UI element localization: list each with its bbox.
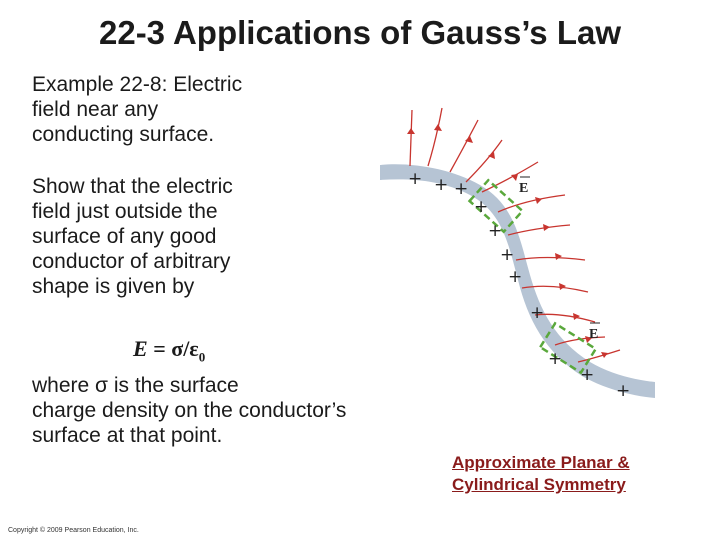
field-arrow	[601, 352, 608, 358]
field-arrow	[434, 124, 442, 131]
field-formula: E = σ/ε0	[133, 336, 205, 365]
field-line	[497, 194, 566, 213]
surface-charge: +	[616, 381, 630, 401]
formula-subscript: 0	[198, 349, 206, 365]
field-line	[449, 119, 479, 173]
field-line	[554, 336, 606, 346]
text-line: surface of any good	[32, 225, 217, 248]
field-arrow	[535, 197, 542, 204]
text-line: conductor of arbitrary	[32, 250, 231, 273]
field-line	[534, 313, 596, 323]
field-line	[515, 256, 586, 261]
caption-line[interactable]: Cylindrical Symmetry	[452, 475, 626, 494]
text-line: where σ is the surface	[32, 374, 239, 397]
field-arrow	[543, 224, 550, 231]
field-vector-label: E	[519, 181, 528, 196]
surface-charge: +	[548, 349, 562, 369]
symmetry-caption[interactable]: Approximate Planar & Cylindrical Symmetr…	[452, 452, 630, 496]
problem-statement: Show that the electric field just outsid…	[32, 174, 233, 299]
surface-charge: +	[508, 267, 522, 287]
slide-title: 22-3 Applications of Gauss’s Law	[98, 14, 622, 51]
surface-charge: +	[474, 197, 488, 217]
surface-charge: +	[580, 365, 594, 385]
field-arrow	[407, 128, 415, 134]
example-heading: Example 22-8: Electric field near any co…	[32, 72, 242, 147]
conductor-figure: E E + + + + + + + + + + +	[380, 107, 655, 401]
text-line: shape is given by	[32, 275, 195, 298]
caption-line[interactable]: Approximate Planar &	[452, 453, 630, 472]
surface-charge: +	[408, 169, 422, 189]
conclusion-text: where σ is the surface charge density on…	[32, 373, 346, 448]
field-line	[481, 161, 539, 193]
field-arrow	[573, 313, 580, 320]
field-arrow	[465, 136, 473, 143]
field-line	[427, 107, 443, 167]
surface-charge: +	[454, 179, 468, 199]
field-line	[521, 285, 589, 293]
surface-charge: +	[500, 245, 514, 265]
formula-lhs: E	[133, 336, 148, 361]
field-arrow	[585, 336, 592, 343]
text-line: field near any	[32, 98, 159, 121]
field-arrow	[488, 152, 495, 159]
field-line	[577, 349, 621, 363]
surface-charge: +	[434, 175, 448, 195]
text-line: field just outside the	[32, 200, 218, 223]
text-line: Show that the electric	[32, 175, 233, 198]
surface-charge: +	[488, 221, 502, 241]
field-line	[507, 224, 571, 236]
formula-rhs: = σ/ε	[147, 336, 199, 361]
text-line: conducting surface.	[32, 123, 215, 146]
field-line	[465, 139, 503, 183]
field-arrow	[511, 174, 518, 181]
field-arrow	[555, 253, 562, 260]
field-vector-label: E	[589, 327, 598, 342]
text-line: charge density on the conductor’s	[32, 399, 347, 422]
surface-charge: +	[530, 303, 544, 323]
copyright-notice: Copyright © 2009 Pearson Education, Inc.	[8, 527, 139, 534]
field-arrow	[559, 283, 566, 290]
text-line: Example 22-8: Electric	[32, 73, 243, 96]
text-line: surface at that point.	[32, 424, 223, 447]
field-line	[409, 109, 413, 167]
